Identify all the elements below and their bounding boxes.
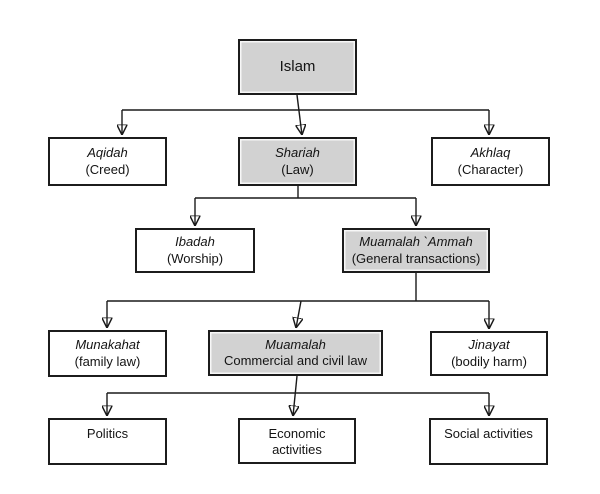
edges-muamalah-to-row5 <box>107 375 489 416</box>
node-title: Munakahat <box>75 337 140 353</box>
node-title: Aqidah <box>87 145 128 161</box>
edges-islam-to-row2 <box>122 94 489 135</box>
node-aqidah: Aqidah (Creed) <box>48 137 167 186</box>
edges-shariah-to-row3 <box>195 186 416 226</box>
node-muamalah-ammah: Muamalah `Ammah (General transactions) <box>342 228 490 273</box>
node-subtitle: Commercial and civil law <box>223 353 368 368</box>
edges-muamalah-ammah-to-row4 <box>107 273 489 329</box>
node-politics: Politics <box>48 418 167 465</box>
node-subtitle: (Law) <box>281 161 314 177</box>
node-subtitle: (family law) <box>74 353 141 369</box>
node-subtitle: activities <box>272 442 322 458</box>
node-economic: Economic activities <box>238 418 356 464</box>
node-subtitle: (Creed) <box>85 161 130 177</box>
node-title: Muamalah `Ammah <box>359 234 473 250</box>
node-title: Social activities <box>444 426 533 441</box>
node-subtitle: (Worship) <box>166 250 224 266</box>
node-social: Social activities <box>429 418 548 465</box>
node-title: Shariah <box>275 145 320 161</box>
node-subtitle: (General transactions) <box>351 250 481 266</box>
node-akhlaq: Akhlaq (Character) <box>431 137 550 186</box>
node-title: Jinayat <box>468 337 510 353</box>
node-title: Economic <box>268 426 326 441</box>
node-islam: Islam <box>238 39 357 95</box>
node-shariah: Shariah (Law) <box>238 137 357 186</box>
node-jinayat: Jinayat (bodily harm) <box>430 331 548 376</box>
node-munakahat: Munakahat (family law) <box>48 330 167 377</box>
node-title: Islam <box>279 57 316 75</box>
node-title: Ibadah <box>175 234 215 250</box>
node-title: Muamalah <box>265 336 326 352</box>
node-muamalah: Muamalah Commercial and civil law <box>208 330 383 376</box>
node-subtitle: (Character) <box>457 161 524 177</box>
node-title: Politics <box>86 426 129 441</box>
node-subtitle: (bodily harm) <box>451 353 527 369</box>
node-ibadah: Ibadah (Worship) <box>135 228 255 273</box>
node-title: Akhlaq <box>470 145 511 161</box>
